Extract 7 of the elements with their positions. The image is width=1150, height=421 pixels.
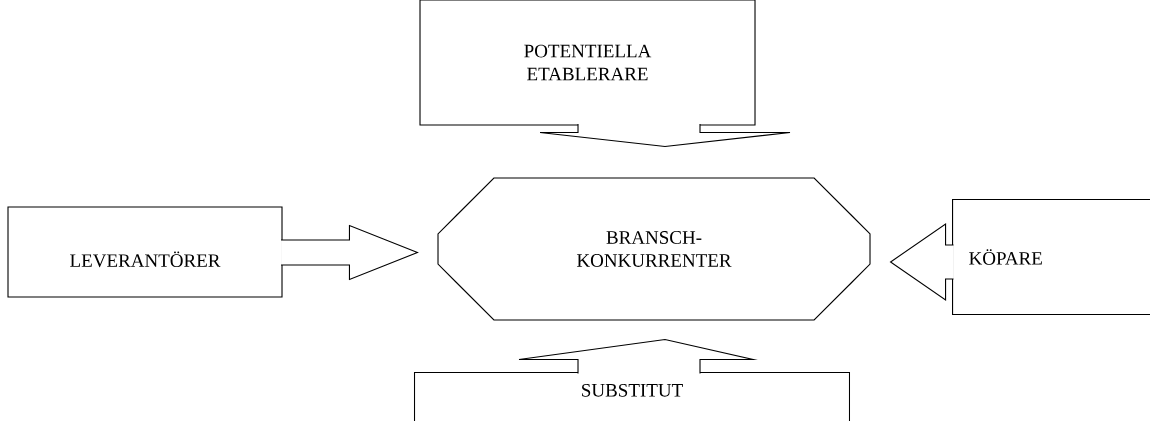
block-arrow	[518, 339, 758, 375]
block-arrow	[889, 222, 955, 302]
block-arrow	[539, 123, 791, 147]
force-box: KÖPARE	[952, 198, 1150, 316]
block-arrow	[280, 224, 419, 281]
force-box: LEVERANTÖRER	[7, 206, 283, 298]
octagon-box: BRANSCH- KONKURRENTER	[437, 177, 871, 321]
